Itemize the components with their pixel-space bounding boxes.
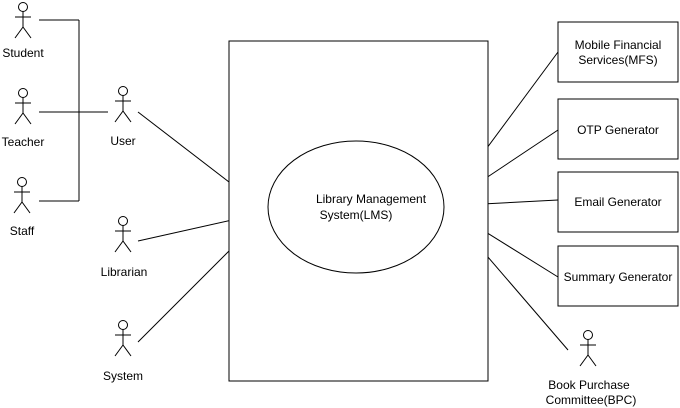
stick-figure-icon (114, 320, 132, 357)
service-label: Email Generator (574, 195, 661, 209)
actor-librarian[interactable]: Librarian (101, 216, 148, 280)
service-box (557, 21, 679, 83)
service-box (557, 98, 679, 160)
service-otp[interactable]: OTP Generator (557, 98, 679, 160)
actor-label: User (110, 134, 135, 148)
stick-figure-icon (14, 2, 32, 39)
service-summary[interactable]: Summary Generator (557, 245, 679, 307)
actor-label: Staff (10, 224, 35, 238)
stick-figure-icon (114, 86, 132, 123)
actor-label-line-1: Book Purchase (548, 378, 630, 392)
use-case-label-line-1: Library Management (316, 192, 427, 206)
actor-label: Librarian (101, 265, 148, 279)
use-case-label-line-2: System(LMS) (320, 208, 393, 222)
actor-label: Teacher (2, 135, 45, 149)
stick-figure-icon (579, 330, 597, 367)
actor-label: Student (2, 46, 44, 60)
service-label-line-1: Mobile Financial (575, 38, 662, 52)
service-box (557, 171, 679, 233)
service-label: OTP Generator (577, 123, 659, 137)
service-box (557, 245, 679, 307)
stick-figure-icon (14, 88, 32, 125)
actor-user[interactable]: User (110, 86, 136, 149)
stick-figure-icon (114, 216, 132, 253)
actor-bpc[interactable]: Book Purchase Committee(BPC) (546, 330, 637, 408)
service-mfs[interactable]: Mobile Financial Services(MFS) (557, 21, 679, 83)
stick-figure-icon (13, 177, 31, 214)
actor-teacher[interactable]: Teacher (2, 88, 45, 150)
service-label-line-2: Services(MFS) (578, 53, 657, 67)
use-case-lms[interactable]: Library Management System(LMS) (267, 140, 445, 274)
actor-student[interactable]: Student (2, 2, 44, 61)
actor-staff[interactable]: Staff (10, 177, 35, 239)
actor-label-line-2: Committee(BPC) (546, 393, 637, 407)
actor-system[interactable]: System (103, 320, 143, 384)
service-label: Summary Generator (564, 270, 673, 284)
actor-label: System (103, 369, 143, 383)
service-email[interactable]: Email Generator (557, 171, 679, 233)
use-case-ellipse (267, 140, 445, 274)
